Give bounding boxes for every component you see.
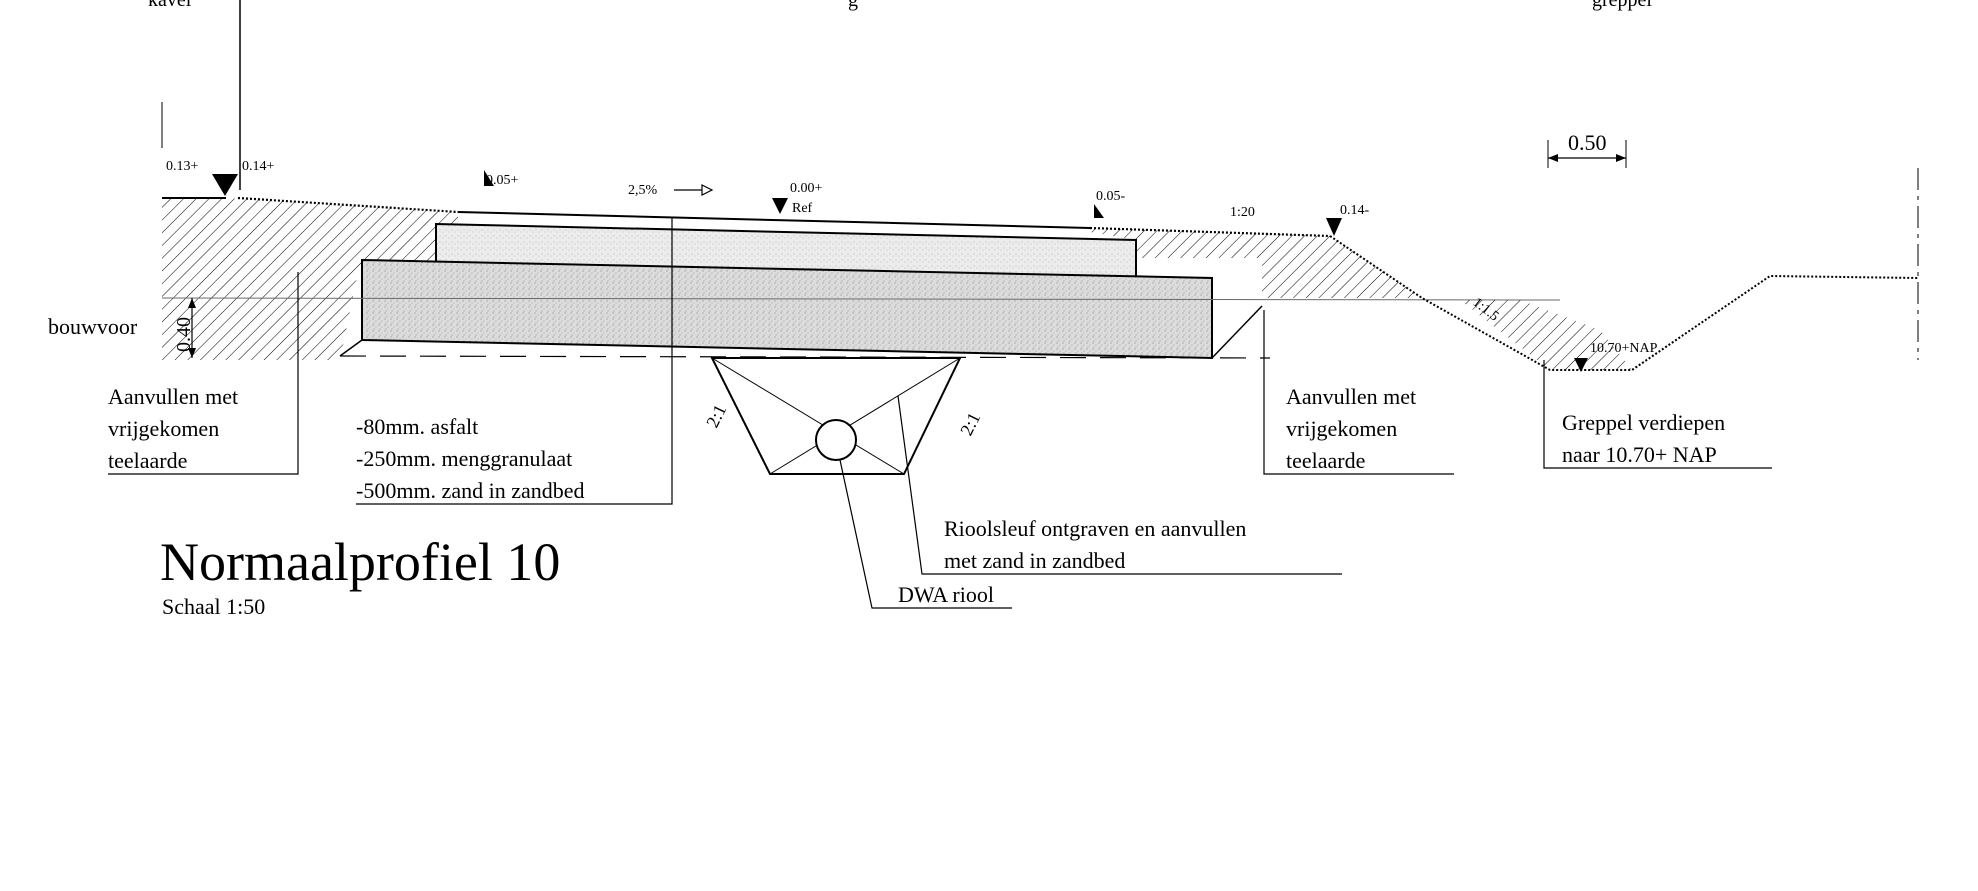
note-ditch-leader	[1543, 360, 1772, 469]
right-grass-line	[1089, 226, 1331, 238]
road-slope: 2,5%	[628, 183, 658, 198]
left-grass-line	[237, 196, 459, 214]
layers-leader	[356, 218, 673, 505]
drawing-scale: Schaal 1:50	[162, 594, 265, 619]
trench-diagonal-a	[711, 357, 905, 475]
level-marker-nap	[1574, 358, 1588, 372]
layer-zandbed	[361, 258, 1213, 360]
level-marker-000	[772, 198, 788, 214]
ditch-fill	[1460, 300, 1632, 370]
dim-040-arrow-bottom	[188, 348, 196, 358]
note-left-l2: vrijgekomen	[108, 416, 219, 441]
level-ref: Ref	[792, 201, 813, 216]
drawing-title: Normaalprofiel 10	[160, 532, 560, 592]
level-014b: 0.14-	[1340, 203, 1370, 218]
top-label-left: kavel	[148, 0, 192, 11]
trench-slope-left: 2:1	[702, 401, 730, 430]
dim-040-arrow-top	[188, 298, 196, 308]
note-ditch-l1: Greppel verdiepen	[1562, 410, 1725, 435]
level-marker-005a	[484, 170, 494, 186]
ground-level-line	[161, 297, 1561, 301]
note-right-leader	[1263, 310, 1454, 475]
zandbed-right-slope	[1211, 305, 1263, 359]
note-right-l1: Aanvullen met	[1286, 384, 1416, 409]
level-000: 0.00+	[790, 181, 823, 196]
pipe-label: DWA riool	[898, 582, 994, 607]
road-surface	[457, 211, 1091, 229]
level-013: 0.13+	[166, 159, 199, 174]
level-005a: 0.05+	[486, 173, 519, 188]
pipe-leader	[839, 459, 1012, 609]
note-right-l3: teelaarde	[1286, 448, 1365, 473]
level-marker-014a	[212, 174, 238, 196]
dim-050-arrow-left	[1548, 154, 1558, 162]
level-014a: 0.14+	[242, 159, 275, 174]
note-trench-leader	[897, 395, 1342, 575]
shoulder-slope: 1:20	[1230, 205, 1255, 220]
note-left-leader	[108, 272, 299, 475]
note-trench-l1: Rioolsleuf ontgraven en aanvullen	[944, 516, 1246, 541]
dwa-pipe	[815, 419, 857, 461]
layer-text-1: -80mm. asfalt	[356, 414, 478, 439]
note-left-l3: teelaarde	[108, 448, 187, 473]
left-verge-fill	[162, 198, 458, 360]
right-verge-fill	[1090, 228, 1422, 298]
trench-slope-right: 2:1	[956, 409, 984, 438]
dim-050-arrow-right	[1616, 154, 1626, 162]
trench-diagonal-b	[769, 357, 961, 475]
layer-text-2: -250mm. menggranulaat	[356, 446, 572, 471]
note-left-l1: Aanvullen met	[108, 384, 238, 409]
dim-050-text: 0.50	[1568, 130, 1607, 155]
ditch-profile	[1329, 235, 1919, 371]
level-nap: 10.70+NAP	[1590, 341, 1658, 356]
top-label-right: greppel	[1592, 0, 1652, 11]
level-marker-014b	[1326, 218, 1342, 236]
note-ditch-l2: naar 10.70+ NAP	[1562, 442, 1717, 467]
top-label-middle: g	[848, 0, 858, 11]
layer-text-3: -500mm. zand in zandbed	[356, 478, 585, 503]
note-trench-l2: met zand in zandbed	[944, 548, 1125, 573]
slope-arrow-head	[701, 184, 714, 196]
zandbed-left-slope	[339, 339, 363, 357]
bouwvoor-label: bouwvoor	[48, 314, 138, 339]
note-right-l2: vrijgekomen	[1286, 416, 1397, 441]
level-005b: 0.05-	[1096, 189, 1126, 204]
level-marker-005b	[1094, 204, 1104, 218]
dim-040-text: 0.40	[173, 317, 195, 352]
